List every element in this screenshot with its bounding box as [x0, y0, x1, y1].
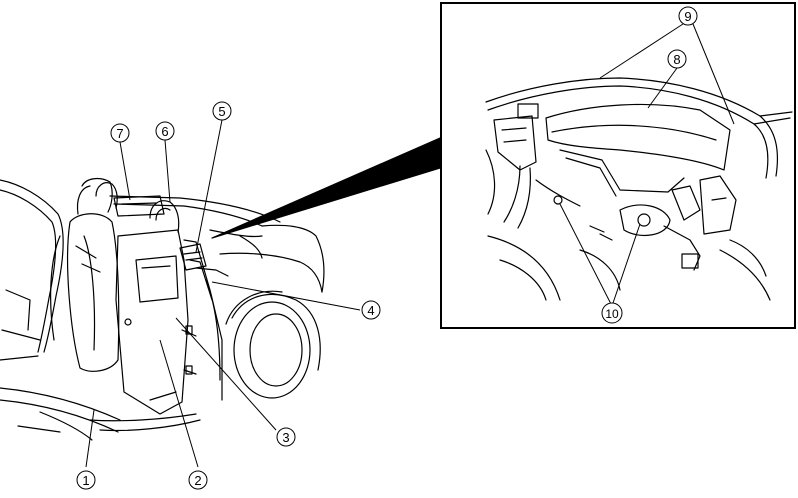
rear-wheel: [225, 290, 321, 399]
floor-sill: [0, 387, 201, 441]
door-pillar: [181, 239, 223, 401]
callout-8-label: 8: [673, 52, 680, 67]
detail-connector: [211, 137, 441, 239]
windshield-frame: [0, 179, 64, 361]
callouts: 1 2 3 4 5 6 7 8: [76, 6, 698, 490]
callout-3-label: 3: [282, 430, 289, 445]
callout-5: 5: [212, 101, 232, 121]
callout-2-label: 2: [194, 473, 201, 488]
callout-1: 1: [76, 470, 96, 490]
callout-8: 8: [667, 49, 687, 69]
callout-9: 9: [678, 6, 698, 26]
rear-body: [219, 224, 325, 293]
side-bracket: [179, 243, 229, 277]
callout-10-label: 10: [605, 307, 619, 321]
callout-7: 7: [110, 123, 130, 143]
callout-6-label: 6: [161, 124, 168, 139]
rear-deck: [109, 195, 281, 238]
roll-bar-hoops: [95, 182, 180, 233]
detail-box: [440, 2, 796, 329]
callout-4: 4: [361, 300, 381, 320]
callout-2: 2: [188, 470, 208, 490]
callout-6: 6: [155, 121, 175, 141]
callout-4-label: 4: [367, 303, 374, 318]
trim-panel: [545, 103, 731, 171]
door-trim: [115, 229, 189, 415]
driver-seat: [50, 177, 120, 372]
callout-7-label: 7: [116, 126, 123, 141]
trunk-detail: [485, 77, 793, 301]
callout-5-label: 5: [218, 104, 225, 119]
callout-1-label: 1: [82, 473, 89, 488]
leader-lines: [85, 23, 735, 468]
callout-9-label: 9: [684, 9, 691, 24]
callout-10: 10: [601, 302, 623, 324]
callout-3: 3: [276, 427, 296, 447]
car-illustration: [0, 137, 441, 441]
